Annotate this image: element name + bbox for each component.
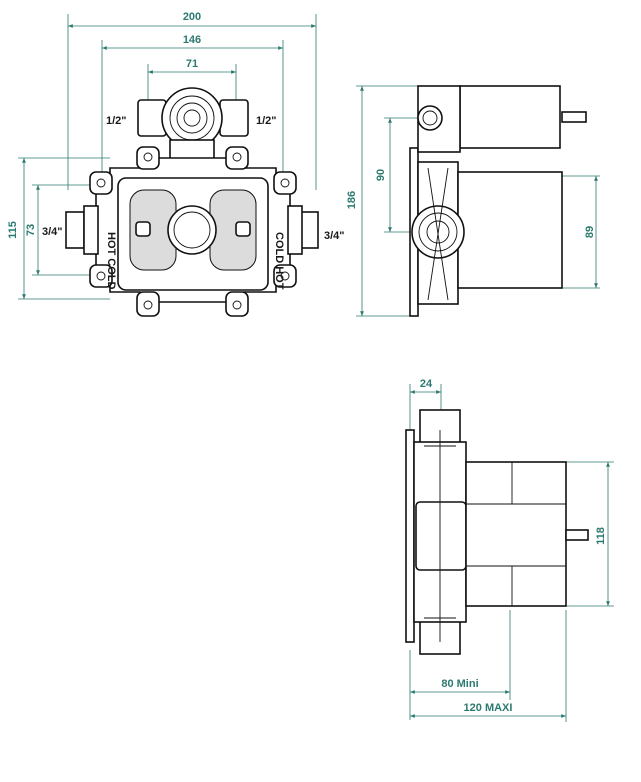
side-body — [409, 85, 587, 317]
dimension-146: 146 — [101, 34, 284, 180]
dimension-120-maxi: 120 MAXI — [410, 610, 567, 722]
dimension-73-label: 73 — [25, 224, 37, 236]
valve-cartridges — [129, 189, 257, 271]
dimension-24: 24 — [409, 378, 442, 430]
dimension-80-mini: 80 Mini — [409, 610, 511, 720]
dimension-89-label: 89 — [584, 226, 596, 238]
dimension-73: 73 — [25, 184, 90, 276]
outlet-left-label: 3/4" — [42, 226, 63, 238]
dimension-115: 115 — [7, 157, 110, 300]
dimension-146-label: 146 — [183, 34, 201, 46]
stamp-right: COLD HOT — [273, 232, 285, 290]
dimension-186: 186 — [346, 85, 460, 317]
side-view: 186 90 89 — [346, 85, 600, 317]
dimension-115-label: 115 — [7, 221, 19, 239]
inlet-right-label: 1/2" — [256, 115, 277, 127]
front-view: 200 146 71 115 73 — [7, 11, 345, 317]
dimension-24-label: 24 — [420, 378, 433, 390]
dimension-120-label: 120 MAXI — [464, 702, 513, 714]
dimension-90-label: 90 — [375, 169, 387, 181]
bottom-view: 24 118 80 Mini 120 MAXI — [405, 378, 614, 722]
dimension-80-label: 80 Mini — [441, 678, 478, 690]
stamp-left: HOT COLD — [105, 232, 117, 289]
dimension-118-label: 118 — [595, 527, 607, 545]
dimension-118: 118 — [566, 461, 614, 607]
dimension-200: 200 — [67, 11, 317, 190]
bottom-body — [405, 409, 589, 655]
dimension-186-label: 186 — [346, 191, 358, 209]
mounting-lugs — [89, 146, 297, 317]
dimension-89: 89 — [560, 175, 600, 289]
outlet-right-label: 3/4" — [324, 230, 345, 242]
inlet-left-label: 1/2" — [106, 115, 127, 127]
dimension-71-label: 71 — [186, 58, 198, 70]
dimension-200-label: 200 — [183, 11, 201, 23]
side-outlets — [65, 205, 319, 255]
